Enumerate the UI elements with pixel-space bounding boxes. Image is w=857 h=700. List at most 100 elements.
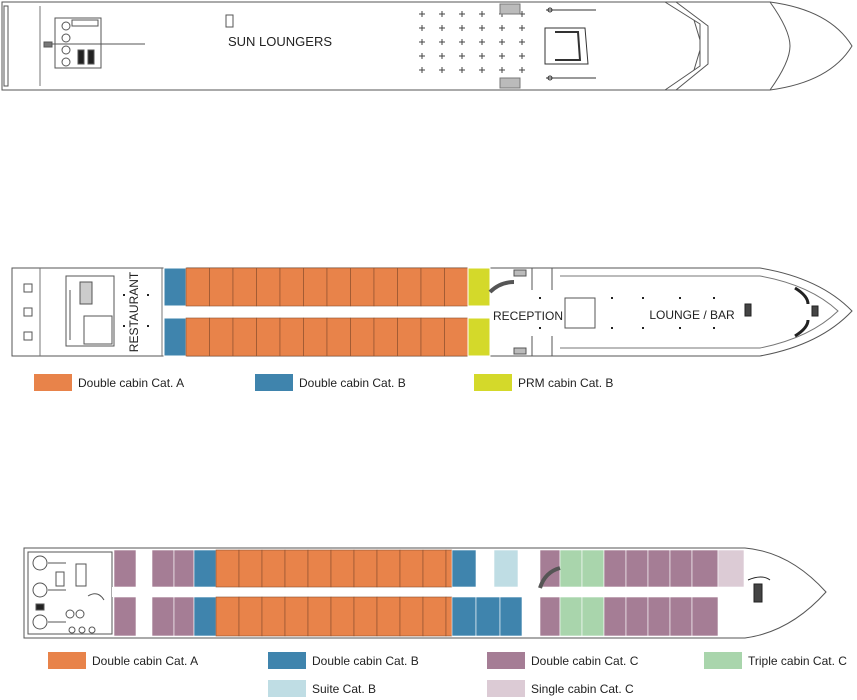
cabin-cat-c-triple xyxy=(581,549,605,588)
wheelhouse-equipment xyxy=(43,17,145,69)
reception-stair xyxy=(488,268,553,356)
lounger-mark xyxy=(479,11,485,17)
stair-top xyxy=(499,3,521,15)
lounger-mark xyxy=(419,53,425,59)
lounger-mark xyxy=(419,25,425,31)
cabin-cat-a-double xyxy=(284,596,309,637)
legend-item: Single cabin Cat. C xyxy=(487,680,634,697)
cabin-cat-a-double xyxy=(376,596,401,637)
cabin-cat-a-double xyxy=(303,267,328,307)
lounger-mark xyxy=(499,67,505,73)
cabin-cat-a-double xyxy=(397,267,422,307)
bridge-canopy xyxy=(544,7,596,81)
cabin-cat-a-double xyxy=(215,596,240,637)
cabin-cat-a-double xyxy=(279,317,304,357)
legend-item: Double cabin Cat. C xyxy=(487,652,639,669)
lower-deck: Double cabin Cat. A Double cabin Cat. B Do… xyxy=(23,547,847,697)
lounger-mark xyxy=(439,39,445,45)
cabin-cat-a-double xyxy=(307,549,332,588)
table-marker xyxy=(123,325,125,327)
lower-deck-cabins xyxy=(113,549,745,637)
cabin-cat-a-double xyxy=(373,317,398,357)
cabin-cat-a-double xyxy=(284,549,309,588)
lounger-mark xyxy=(519,39,525,45)
bow-thruster xyxy=(747,576,771,603)
lounger-mark xyxy=(499,39,505,45)
cabin-cat-c-double xyxy=(539,596,561,637)
legend-swatch xyxy=(474,374,512,391)
cabin-cat-c-double xyxy=(151,596,175,637)
legend-item: PRM cabin Cat. B xyxy=(474,374,613,391)
suite-cat-b xyxy=(493,549,519,588)
legend-label: Double cabin Cat. A xyxy=(78,376,184,390)
lower-stair xyxy=(538,566,561,589)
window xyxy=(23,331,33,341)
cabin-cat-a-double xyxy=(261,596,286,637)
reception-label: RECEPTION xyxy=(493,309,563,323)
cabin-cat-a-double xyxy=(420,317,445,357)
cabin-cat-a-double xyxy=(326,317,351,357)
cabin-cat-c-double xyxy=(113,596,137,637)
column-marker xyxy=(539,327,541,329)
cabin-cat-a-double xyxy=(399,549,424,588)
cabin-cat-c-triple xyxy=(559,549,583,588)
column-marker xyxy=(713,297,715,299)
engine-room xyxy=(27,551,113,635)
lounger-mark xyxy=(479,39,485,45)
column-marker xyxy=(611,297,613,299)
cabin-cat-a-double xyxy=(330,549,355,588)
cabin-cat-a-double xyxy=(445,596,453,637)
legend-item: Double cabin Cat. B xyxy=(268,652,419,669)
legend-label: Triple cabin Cat. C xyxy=(748,654,847,668)
small-hatch xyxy=(225,14,234,28)
lounger-mark xyxy=(459,25,465,31)
legend-swatch xyxy=(704,652,742,669)
galley xyxy=(65,275,115,347)
column-marker xyxy=(642,327,644,329)
cabin-cat-c-double xyxy=(173,549,195,588)
cabin-cat-a-double xyxy=(420,267,445,307)
cabin-cat-a-double xyxy=(261,549,286,588)
lounger-mark xyxy=(499,25,505,31)
legend-swatch xyxy=(268,652,306,669)
cabin-cat-c-double xyxy=(625,596,649,637)
table-marker xyxy=(147,325,149,327)
column-marker xyxy=(539,297,541,299)
cabin-cat-a-double xyxy=(209,317,234,357)
reception-desk xyxy=(564,297,596,329)
lounge-columns xyxy=(539,297,715,329)
cabin-cat-b-double xyxy=(499,596,523,637)
legend-swatch xyxy=(255,374,293,391)
column-marker xyxy=(713,327,715,329)
restaurant-label: RESTAURANT xyxy=(127,271,141,352)
legend-item: Triple cabin Cat. C xyxy=(704,652,847,669)
lounger-mark xyxy=(419,11,425,17)
legend-item: Double cabin Cat. A xyxy=(48,652,198,669)
cabin-cat-a-double xyxy=(397,317,422,357)
lounger-mark xyxy=(499,53,505,59)
legend-label: Suite Cat. B xyxy=(312,682,376,696)
cabin-cat-c-double xyxy=(691,549,719,588)
lounger-mark xyxy=(439,11,445,17)
cabin-cat-a-double xyxy=(238,549,263,588)
column-marker xyxy=(679,297,681,299)
cabin-cat-c-single xyxy=(717,549,745,588)
cabin-cat-a-double xyxy=(232,317,257,357)
lounger-mark xyxy=(439,25,445,31)
legend-label: PRM cabin Cat. B xyxy=(518,376,613,390)
lounge-bar-label: LOUNGE / BAR xyxy=(649,308,735,322)
cabin-cat-a-double xyxy=(350,267,375,307)
lounger-mark xyxy=(459,39,465,45)
legend-item: Suite Cat. B xyxy=(268,680,376,697)
cabin-prm-cat-b xyxy=(467,317,491,357)
lounger-mark xyxy=(439,67,445,73)
cabin-cat-b-double xyxy=(193,549,217,588)
lounger-mark xyxy=(459,67,465,73)
lounger-mark xyxy=(519,53,525,59)
cabin-cat-a-double xyxy=(350,317,375,357)
sun-loungers-label: SUN LOUNGERS xyxy=(228,34,332,49)
cabin-cat-a-double xyxy=(232,267,257,307)
cabin-cat-c-double xyxy=(691,596,719,637)
lounger-mark xyxy=(459,53,465,59)
